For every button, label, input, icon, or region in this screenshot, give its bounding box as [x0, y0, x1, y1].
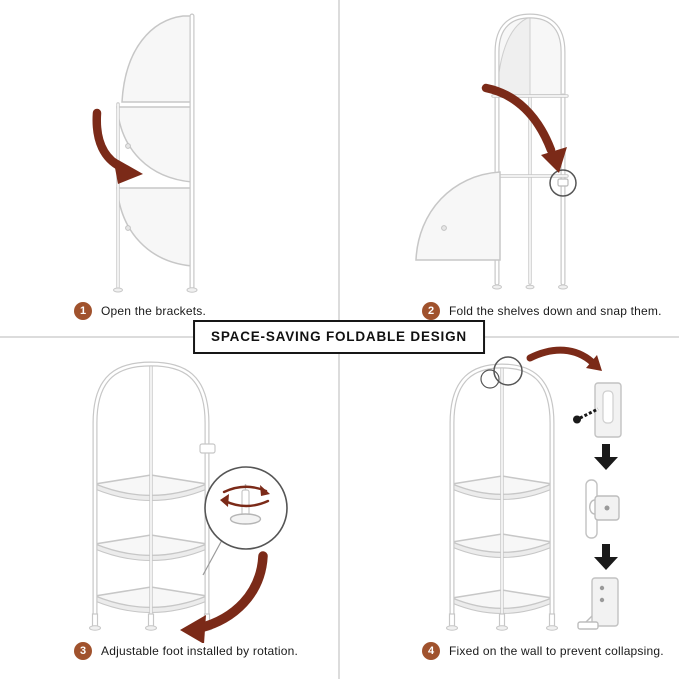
step-2-illustration: [415, 13, 577, 290]
folded-shelf-drawing: [113, 13, 198, 293]
step-3-caption: 3 Adjustable foot installed by rotation.: [74, 642, 298, 660]
step-1-illustration: [92, 13, 198, 293]
step-3-panel: 3 Adjustable foot installed by rotation.: [0, 338, 339, 679]
frame-clamp-detail: [585, 479, 620, 539]
step-2-caption: 2 Fold the shelves down and snap them.: [422, 302, 662, 320]
step-4-caption-text: Fixed on the wall to prevent collapsing.: [449, 644, 664, 658]
step-2-number-badge: 2: [422, 302, 440, 320]
step-2-panel: 2 Fold the shelves down and snap them.: [340, 0, 679, 336]
step-1-number-badge: 1: [74, 302, 92, 320]
wall-plate-screw-detail: [573, 382, 622, 438]
step-3-illustration: [89, 361, 288, 643]
foot-arrow-icon: [180, 551, 268, 643]
snap-point-highlight-circle: [549, 169, 577, 197]
rotation-arrows-icon: [220, 485, 270, 508]
step-2-caption-text: Fold the shelves down and snap them.: [449, 304, 662, 318]
step-3-number-badge: 3: [74, 642, 92, 660]
adjustable-foot-detail-circle: [202, 466, 288, 576]
half-folded-shelf-drawing: [415, 13, 569, 290]
step-1-caption: 1 Open the brackets.: [74, 302, 206, 320]
assembled-shelf-drawing: [446, 363, 558, 631]
fold-arrow-icon: [92, 108, 143, 184]
floor-bracket-detail: [577, 577, 619, 630]
fold-arrow-icon: [481, 83, 567, 173]
assembled-shelf-drawing: [89, 361, 216, 631]
step-1-panel: 1 Open the brackets.: [0, 0, 339, 336]
step-4-panel: 4 Fixed on the wall to prevent collapsin…: [340, 338, 679, 679]
space-saving-banner: SPACE-SAVING FOLDABLE DESIGN: [193, 320, 485, 354]
down-arrow-icon: [594, 544, 618, 570]
down-arrow-icon: [594, 444, 618, 470]
top-hook-highlight-circles: [480, 356, 523, 389]
step-1-caption-text: Open the brackets.: [101, 304, 206, 318]
banner-title: SPACE-SAVING FOLDABLE DESIGN: [211, 329, 467, 344]
step-4-caption: 4 Fixed on the wall to prevent collapsin…: [422, 642, 664, 660]
step-3-caption-text: Adjustable foot installed by rotation.: [101, 644, 299, 658]
step-4-number-badge: 4: [422, 642, 440, 660]
wall-fix-arrow-icon: [526, 346, 602, 371]
step-4-illustration: [446, 346, 622, 631]
